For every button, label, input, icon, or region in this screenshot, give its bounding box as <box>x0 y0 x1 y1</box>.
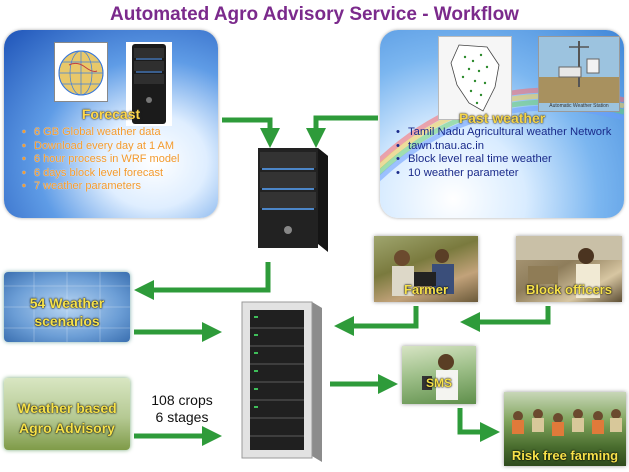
past-weather-panel: Automatic Weather Station Past weather T… <box>380 30 624 218</box>
station-map-image <box>438 36 512 120</box>
weather-scenarios-box: 54 Weather scenarios <box>4 272 130 342</box>
list-item: tawn.tnau.ac.in <box>396 140 622 154</box>
page-title: Automated Agro Advisory Service - Workfl… <box>110 4 519 25</box>
arrow-sms-to-farming <box>457 408 500 442</box>
farmer-photo: Farmer <box>374 236 478 302</box>
list-item: 6 GB Global weather data <box>22 126 218 140</box>
rack-server-icon <box>232 296 328 464</box>
block-officers-photo: Block officers <box>516 236 622 302</box>
forecast-list: 6 GB Global weather data Download every … <box>22 126 218 194</box>
sms-label: SMS <box>425 376 452 390</box>
map-grid-decoration <box>4 272 130 342</box>
arrow-past-to-server <box>306 115 378 148</box>
list-item: Block level real time weather <box>396 153 622 167</box>
block-officers-label: Block officers <box>526 282 612 297</box>
risk-free-farming-label: Risk free farming <box>511 448 619 463</box>
stages-count: 6 stages <box>155 409 209 425</box>
crops-stages-text: 108 crops 6 stages <box>148 392 216 426</box>
agro-advisory-label: Weather based Agro Advisory <box>17 400 117 436</box>
farmer-label: Farmer <box>403 282 449 297</box>
forecast-panel: Forecast 6 GB Global weather data Downlo… <box>4 30 218 218</box>
list-item: 10 weather parameter <box>396 167 622 181</box>
list-item: 6 hour process in WRF model <box>22 153 218 167</box>
list-item: 6 days block level forecast <box>22 167 218 181</box>
arrow-farmer-to-rack <box>334 306 419 336</box>
past-weather-list: Tamil Nadu Agricultural weather Network … <box>396 126 622 180</box>
list-item: 7 weather parameters <box>22 180 218 194</box>
arrow-server-to-scenarios <box>134 262 271 300</box>
past-weather-title: Past weather <box>458 110 546 126</box>
sms-photo: SMS <box>402 346 476 404</box>
crops-count: 108 crops <box>151 392 213 408</box>
arrow-forecast-to-server <box>222 117 280 148</box>
server-tower-small-icon <box>126 42 172 126</box>
automatic-weather-station-image: Automatic Weather Station <box>538 36 620 112</box>
list-item: Tamil Nadu Agricultural weather Network <box>396 126 622 140</box>
aws-caption: Automatic Weather Station <box>549 103 609 109</box>
central-server-icon <box>240 144 332 256</box>
list-item: Download every day at 1 AM <box>22 140 218 154</box>
agro-advisory-box: Weather based Agro Advisory <box>4 378 130 450</box>
weather-scenarios-label: 54 Weather scenarios <box>29 295 105 329</box>
globe-grid-icon <box>54 42 108 102</box>
arrow-officers-to-rack <box>460 306 551 332</box>
risk-free-farming-photo: Risk free farming <box>504 392 626 466</box>
forecast-title: Forecast <box>81 106 141 122</box>
